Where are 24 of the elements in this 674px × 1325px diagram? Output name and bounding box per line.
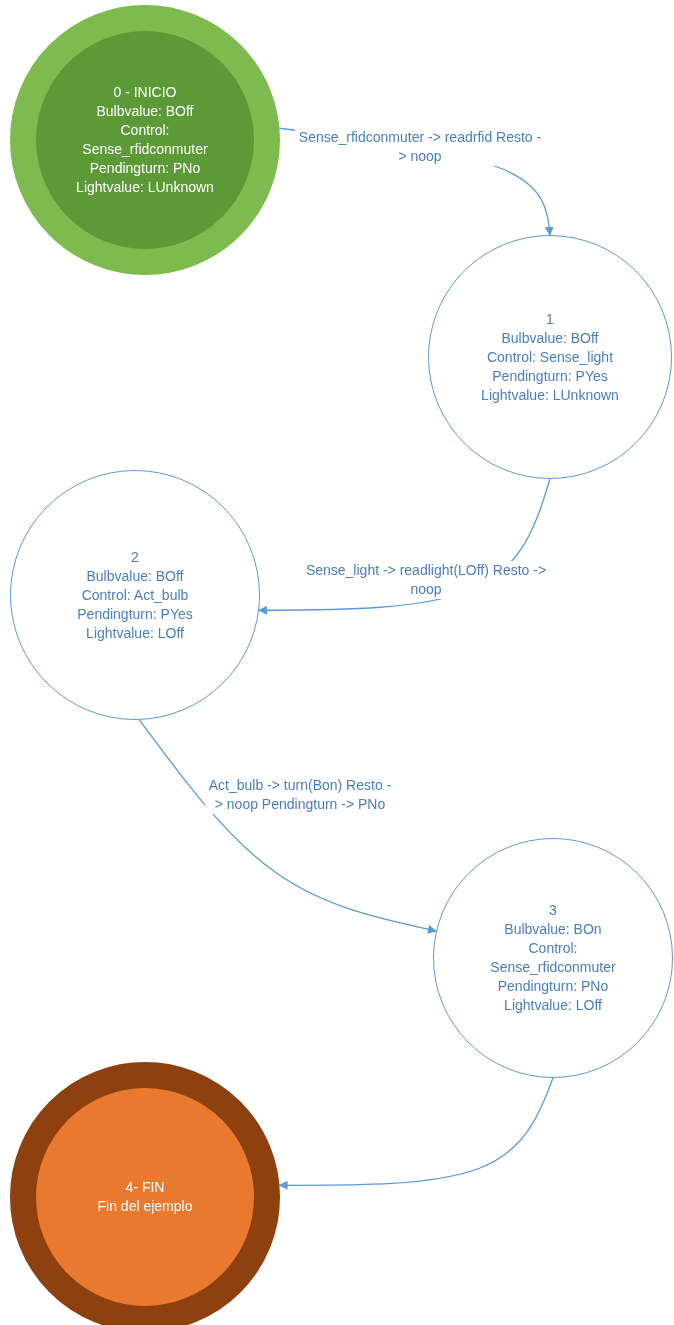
state-title: 4- FIN [124,1178,166,1197]
state-attribute: Lightvalue: LUnknown [480,385,620,405]
state-attribute: Control: Sense_rfidconmuter [81,121,209,159]
state-attribute: Lightvalue: LUnknown [75,178,215,197]
transition-arrow [278,1077,554,1190]
state-title: 0 - INICIO [112,83,178,102]
state-attribute: Control: Sense_rfidconmuter [489,939,617,977]
state-attribute: Pendingturn: PNo [88,159,202,178]
state-title: 1 [545,309,555,329]
state-attribute: Control: Sense_light [485,347,615,367]
state-title: 2 [130,547,140,567]
state-attribute: Pendingturn: PYes [491,366,609,386]
state-attribute: Pendingturn: PNo [496,977,610,996]
transition-arrow [138,719,437,934]
state-attribute: Lightvalue: LOff [503,996,603,1015]
state-attribute: Bulbvalue: BOff [500,328,600,348]
state-attribute: Fin del ejemplo [96,1197,194,1216]
state-title: 3 [548,901,558,920]
state-attribute: Bulbvalue: BOff [95,102,195,121]
state-attribute: Control: Act_bulb [80,585,190,605]
state-attribute: Pendingturn: PYes [76,604,194,624]
state-attribute: Bulbvalue: BOn [503,920,603,939]
state-attribute: Lightvalue: LOff [85,623,185,643]
state-attribute: Bulbvalue: BOff [85,566,185,586]
